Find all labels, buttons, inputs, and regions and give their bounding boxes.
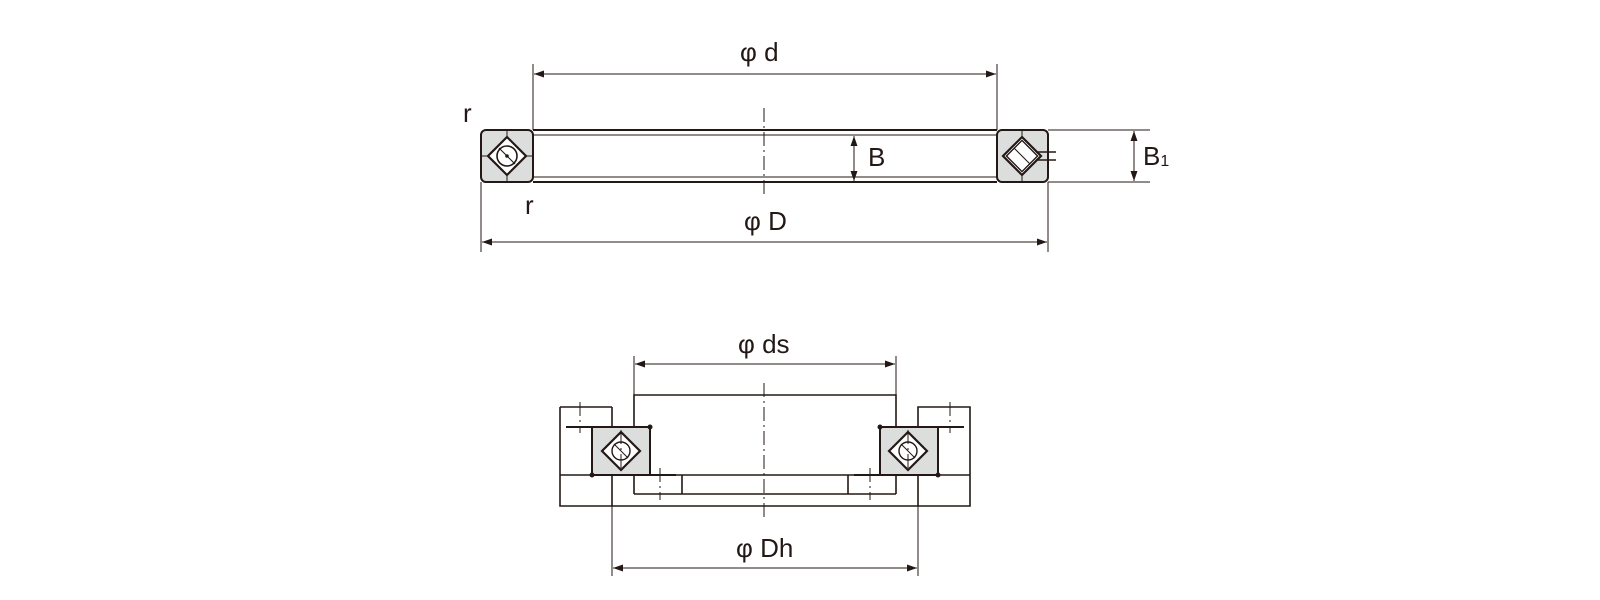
bearing-section-view: φ d φ D B B1 r r [463, 37, 1169, 252]
housing-diameter-label: φ Dh [736, 533, 793, 563]
right-mounted-bearing [877, 424, 941, 478]
shaft-outline [633, 394, 897, 427]
outer-width-label-base: B [1143, 141, 1160, 171]
left-mounted-bearing [589, 424, 653, 478]
outer-width-label: B1 [1143, 141, 1169, 171]
mounting-view: φ ds φ Dh [559, 329, 971, 576]
inner-width-label: B [868, 142, 885, 172]
left-roller-section [480, 129, 534, 183]
outer-width-label-sub: 1 [1160, 153, 1169, 170]
chamfer-label-bottom: r [525, 190, 534, 220]
right-roller-section [996, 129, 1056, 183]
chamfer-label-top: r [463, 98, 472, 128]
bore-diameter-label: φ d [740, 37, 779, 67]
outer-diameter-label: φ D [744, 206, 787, 236]
shaft-diameter-label: φ ds [738, 329, 790, 359]
